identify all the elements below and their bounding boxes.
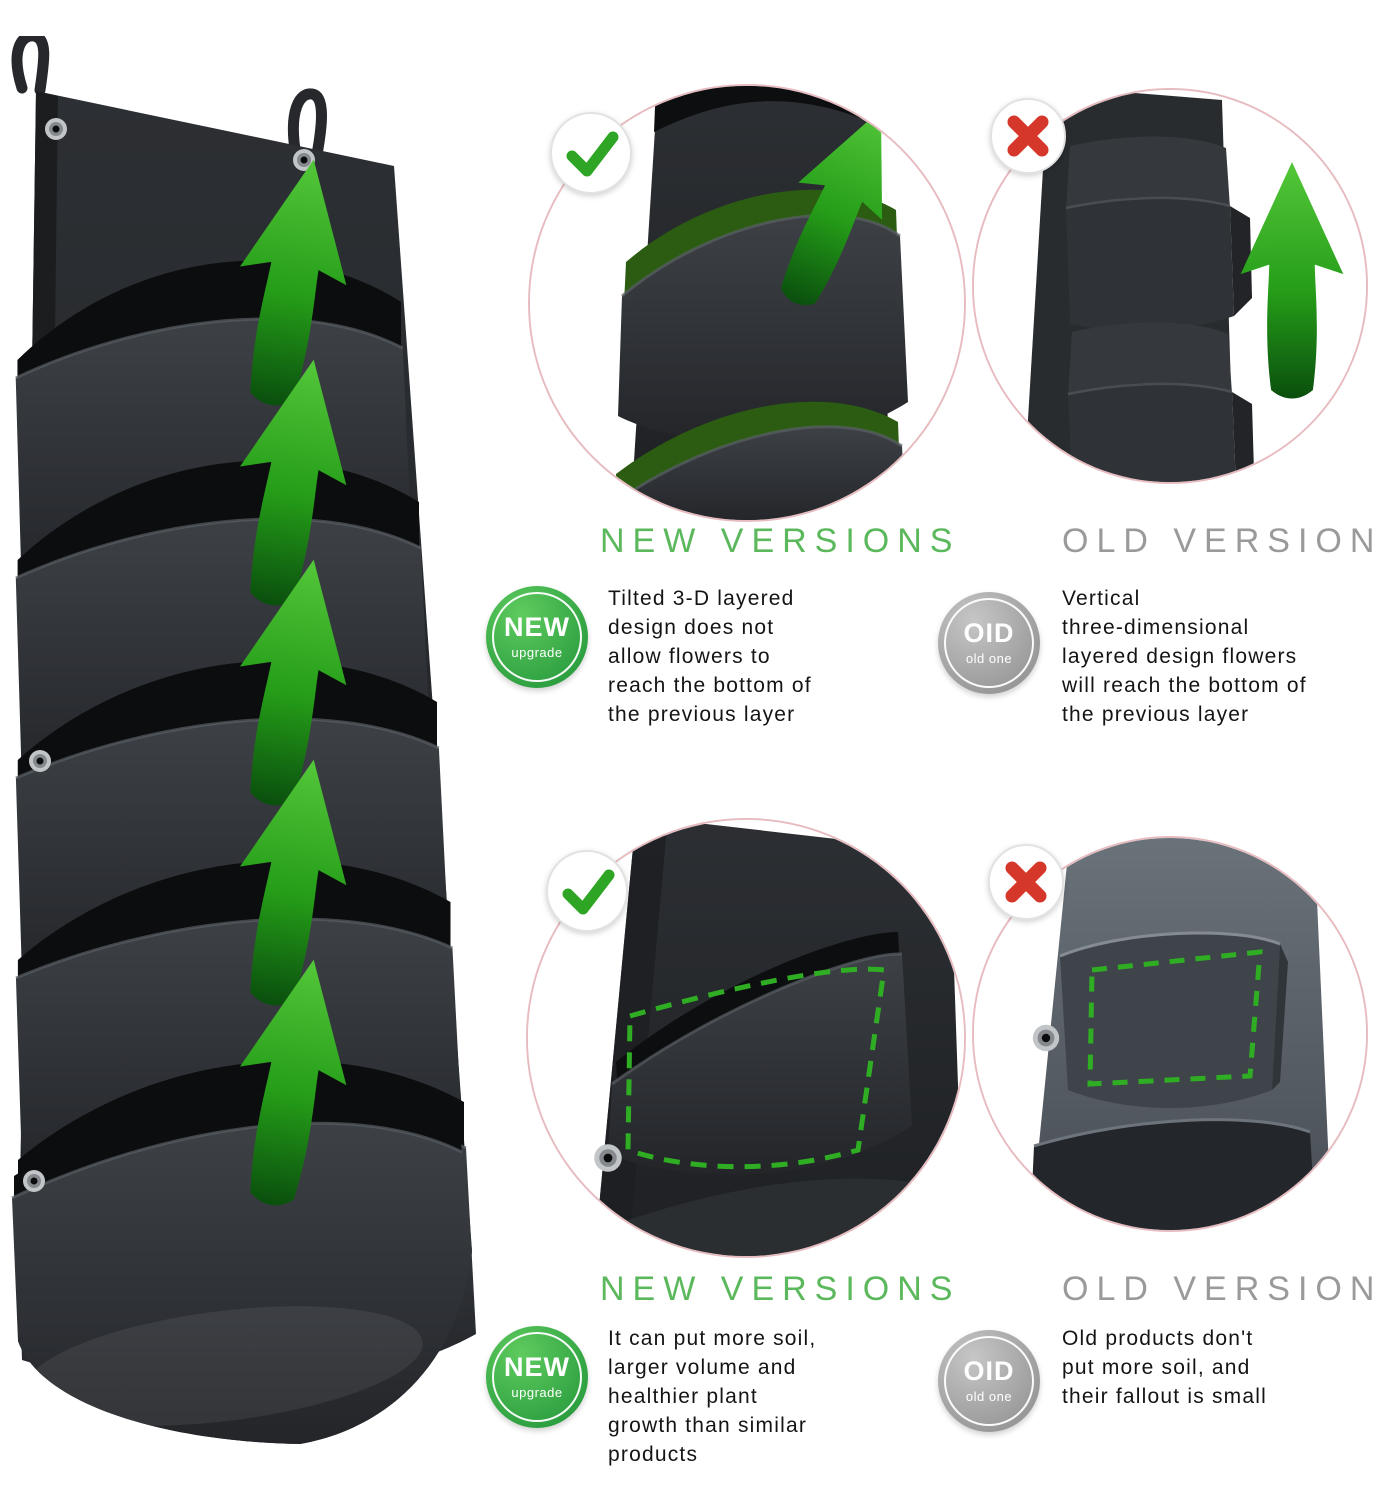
check-icon bbox=[544, 848, 630, 934]
check-icon bbox=[548, 110, 634, 196]
old-version-heading-top: OLD VERSION bbox=[1062, 522, 1383, 560]
old-version-description-top: Vertical three-dimensional layered desig… bbox=[1062, 587, 1307, 726]
new-upgrade-badge: NEW upgrade bbox=[486, 1326, 588, 1428]
vertical-pocket bbox=[1066, 197, 1234, 331]
old-one-badge: OID old one bbox=[938, 592, 1040, 694]
new-upgrade-badge: NEW upgrade bbox=[486, 586, 588, 688]
vertical-pocket bbox=[1068, 383, 1236, 482]
old-version-heading-bottom: OLD VERSION bbox=[1062, 1270, 1383, 1308]
badge-subtitle: old one bbox=[965, 651, 1013, 666]
badge-subtitle: upgrade bbox=[511, 1385, 563, 1400]
grommet-icon bbox=[594, 1144, 622, 1172]
new-version-description-bottom: It can put more soil, larger volume and … bbox=[608, 1327, 817, 1466]
grommet-icon bbox=[45, 118, 67, 140]
grommet-icon bbox=[29, 750, 51, 772]
new-versions-heading-top: NEW VERSIONS bbox=[600, 522, 961, 560]
old-pocket bbox=[1060, 932, 1280, 1109]
hanging-loop-icon bbox=[11, 36, 50, 96]
x-icon bbox=[988, 96, 1068, 176]
old-version-description-bottom: Old products don't put more soil, and th… bbox=[1062, 1327, 1267, 1408]
badge-title: OID bbox=[963, 1356, 1015, 1386]
new-version-description-top: Tilted 3-D layered design does not allow… bbox=[608, 587, 812, 726]
x-icon bbox=[986, 842, 1066, 922]
grommet-icon bbox=[1032, 1024, 1060, 1052]
grommet-icon bbox=[23, 1170, 45, 1192]
badge-subtitle: upgrade bbox=[511, 645, 563, 660]
main-product-photo bbox=[4, 36, 504, 1496]
new-pocket bbox=[608, 953, 912, 1175]
badge-subtitle: old one bbox=[965, 1389, 1013, 1404]
volume-dashed-outline bbox=[1087, 949, 1263, 1087]
old-one-badge: OID old one bbox=[938, 1330, 1040, 1432]
badge-title: OID bbox=[963, 618, 1015, 648]
new-version-detail-bottom-circle bbox=[526, 818, 966, 1258]
planter-illustration bbox=[11, 36, 478, 1444]
old-version-detail-top-circle bbox=[972, 88, 1368, 484]
badge-title: NEW bbox=[504, 1352, 570, 1382]
planter-bottom-pocket bbox=[11, 1086, 472, 1444]
hanging-loop-icon bbox=[287, 88, 327, 166]
badge-title: NEW bbox=[504, 612, 570, 642]
new-versions-heading-bottom: NEW VERSIONS bbox=[600, 1270, 961, 1308]
